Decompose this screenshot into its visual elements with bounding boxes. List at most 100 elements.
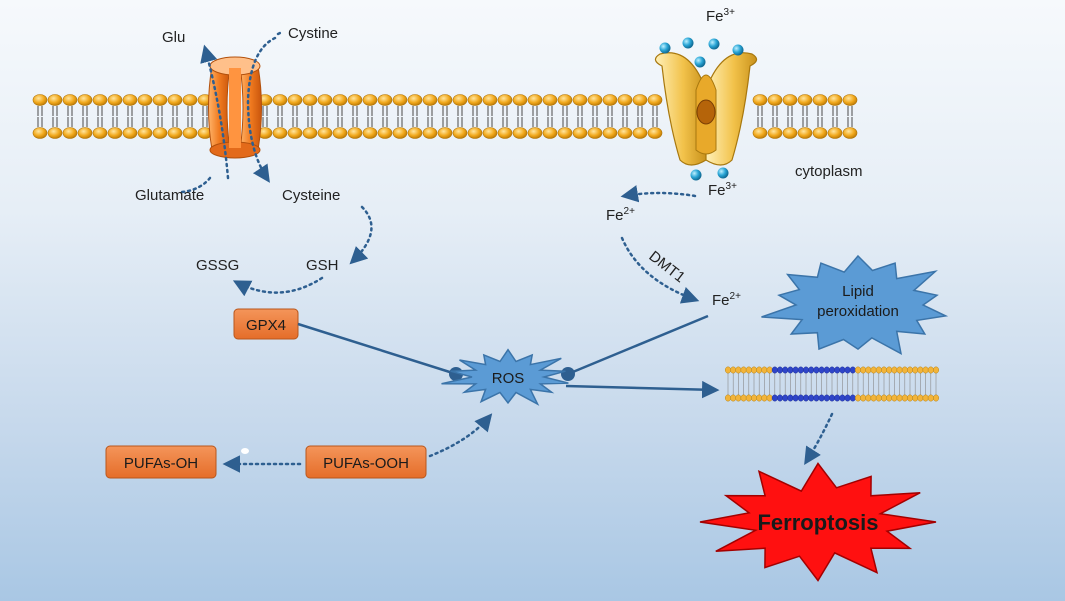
phospholipid [797,94,813,139]
iron-ions-inside [690,167,729,181]
lipid-head [891,394,898,402]
phospholipid [617,94,633,139]
lipid-head [792,366,799,374]
lipid-head [927,366,934,374]
gsh-label: GSH [306,257,339,274]
lipid-head [766,366,773,374]
fe2-label: Fe2+ [606,206,635,224]
gssg-label: GSSG [196,257,239,274]
lipid-head [782,394,789,402]
phospholipid [542,94,558,139]
phospholipid [332,94,348,139]
lipid-peroxidation-starburst: Lipid peroxidation [761,254,949,356]
lipid-head [740,394,747,402]
lipid-head [886,394,893,402]
fe-reduction-arrow [620,185,697,203]
lipid-head [901,366,908,374]
phospholipid [407,94,423,139]
phospholipid [587,94,603,139]
lipid-head [761,366,768,374]
lipid-head [745,394,752,402]
pufas-ooh-label: PUFAs-OOH [323,455,409,472]
phospholipid [752,94,768,139]
lipid-head [740,366,747,374]
dmt1-label: DMT1 [646,248,689,287]
lipid-head [865,366,872,374]
phospholipid [137,94,153,139]
phospholipid [632,94,648,139]
phospholipid [767,94,783,139]
phospholipid [497,94,513,139]
pufas-to-ros-arrow [428,413,493,458]
lipid-head [896,366,903,374]
lipid-head [844,394,851,402]
lipid-head [808,394,815,402]
inhibition-lines [297,314,709,381]
ros-to-membrane-arrow [565,380,720,399]
lipid-head [751,394,758,402]
ferroptosis-label: Ferroptosis [757,510,878,535]
lipid-head [797,366,804,374]
lipid-head [886,366,893,374]
pufas-oh-box: PUFAs-OH [105,445,217,479]
lipid-head [829,394,836,402]
lipid-peroxidation-line-2: peroxidation [817,303,899,320]
lipid-head [875,366,882,374]
glu-label: Glu [162,29,185,46]
phospholipid [347,94,363,139]
lipid-head [777,366,784,374]
phospholipid [92,94,108,139]
lipid-head [792,394,799,402]
lipid-head [756,394,763,402]
lipid-head [771,366,778,374]
lipid-head [834,394,841,402]
fe3-inside-label: Fe3+ [708,181,737,199]
lipid-head [917,394,924,402]
phospholipid [362,94,378,139]
lipid-head [818,366,825,374]
phospholipid [602,94,618,139]
lipid-head [917,366,924,374]
phospholipid [287,94,303,139]
phospholipid [62,94,78,139]
lipid-head [912,394,919,402]
lipid-head [907,366,914,374]
cell-membrane [32,94,858,139]
phospholipid [182,94,198,139]
lipid-head [818,394,825,402]
lipid-head [844,366,851,374]
lipid-head [907,394,914,402]
lipid-head [735,366,742,374]
cysteine-to-gsh-arrow [349,205,373,265]
membrane-to-ferroptosis-arrow [804,412,834,465]
lipid-head [803,394,810,402]
cysteine-label: Cysteine [282,187,340,204]
lipid-head [823,394,830,402]
lipid-head [808,366,815,374]
lipid-head [922,366,929,374]
phospholipid [152,94,168,139]
phospholipid [452,94,468,139]
lipid-head [849,366,856,374]
phospholipid [122,94,138,139]
cystine-label: Cystine [288,25,338,42]
lipid-head [766,394,773,402]
phospholipid [467,94,483,139]
lipid-head [803,366,810,374]
phospholipid [827,94,843,139]
lipid-head [870,366,877,374]
lipid-head [756,366,763,374]
phospholipid [557,94,573,139]
lipid-head [901,394,908,402]
phospholipid [842,94,858,139]
lipid-head [829,366,836,374]
phospholipid [422,94,438,139]
lipid-head [933,366,940,374]
phospholipid [107,94,123,139]
peroxidized-membrane [725,366,940,402]
cytoplasm-label: cytoplasm [795,163,863,180]
lipid-head [725,394,732,402]
phospholipid [812,94,828,139]
dmt1-arrow [620,236,700,304]
